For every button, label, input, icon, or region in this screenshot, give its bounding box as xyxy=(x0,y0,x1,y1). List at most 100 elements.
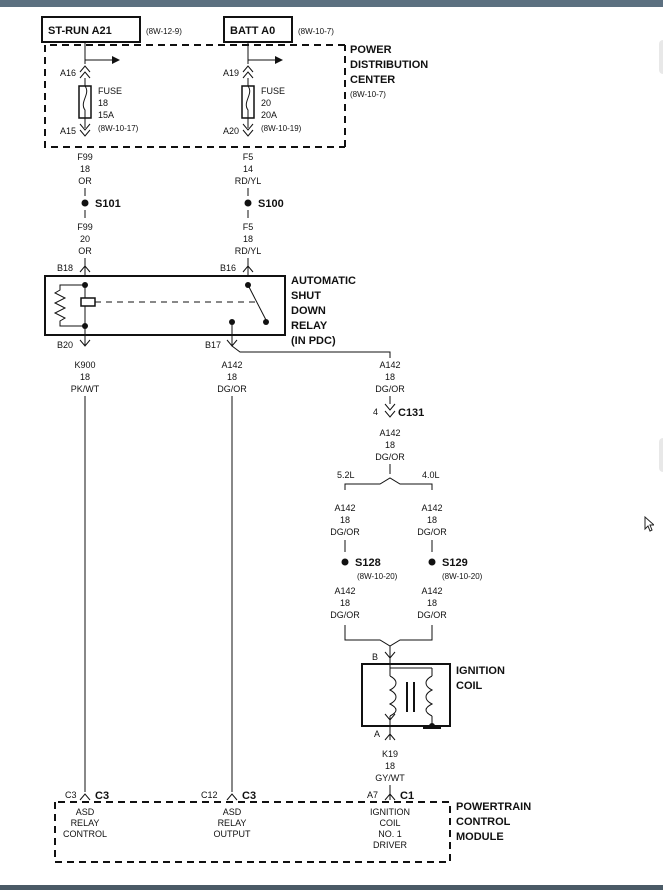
pin-a20: A20 xyxy=(223,126,239,136)
wire-a142-output: A142 18 DG/OR xyxy=(217,360,247,792)
pcm-pin-a7: A7 xyxy=(367,790,378,800)
pin-b18: B18 xyxy=(57,263,73,273)
pcm-conn-c3-left: C3 xyxy=(95,790,109,802)
c131-label: C131 xyxy=(398,407,424,419)
svg-text:K19: K19 xyxy=(382,749,398,759)
svg-text:OR: OR xyxy=(78,246,92,256)
st-run-label: ST-RUN A21 xyxy=(48,25,112,37)
pcm-conn-c1: C1 xyxy=(400,790,414,802)
window-bottom-bar xyxy=(0,885,663,890)
asd-relay: AUTOMATIC SHUT DOWN RELAY (IN PDC) xyxy=(44,275,356,347)
svg-text:GY/WT: GY/WT xyxy=(375,773,405,783)
pin-b17: B17 xyxy=(205,340,221,350)
fuse-left-num: 18 xyxy=(98,98,108,108)
splice-s100-dot xyxy=(244,199,252,207)
coil-label-2: COIL xyxy=(456,680,483,692)
scroll-edge-middle xyxy=(659,438,663,472)
svg-text:NO. 1: NO. 1 xyxy=(378,829,402,839)
relay-label-4: RELAY xyxy=(291,320,328,332)
svg-text:IGNITION: IGNITION xyxy=(370,807,410,817)
svg-text:18: 18 xyxy=(340,598,350,608)
fuse-left-ref: (8W-10-17) xyxy=(98,124,139,133)
svg-text:DG/OR: DG/OR xyxy=(375,452,405,462)
pin-a15: A15 xyxy=(60,126,76,136)
pin-b16: B16 xyxy=(220,263,236,273)
svg-text:DG/OR: DG/OR xyxy=(375,384,405,394)
batt-label: BATT A0 xyxy=(230,25,275,37)
relay-label-2: SHUT xyxy=(291,290,321,302)
engine-5-2l: 5.2L xyxy=(337,470,355,480)
svg-text:A142: A142 xyxy=(334,586,355,596)
svg-text:DRIVER: DRIVER xyxy=(373,840,408,850)
wire-k900: K900 18 PK/WT xyxy=(71,360,100,792)
svg-text:DG/OR: DG/OR xyxy=(417,610,447,620)
svg-text:A142: A142 xyxy=(421,503,442,513)
svg-text:F99: F99 xyxy=(77,152,93,162)
svg-text:RD/YL: RD/YL xyxy=(235,246,262,256)
relay-label-5: (IN PDC) xyxy=(291,335,336,347)
svg-text:CONTROL: CONTROL xyxy=(63,829,107,839)
svg-text:OUTPUT: OUTPUT xyxy=(214,829,252,839)
fuse-right-num: 20 xyxy=(261,98,271,108)
splice-s100-label: S100 xyxy=(258,198,284,210)
svg-text:A142: A142 xyxy=(334,503,355,513)
pdc-label-1: POWER xyxy=(350,44,392,56)
pcm-box: POWERTRAIN CONTROL MODULE C3 C3 ASD RELA… xyxy=(54,790,531,863)
svg-text:A142: A142 xyxy=(221,360,242,370)
pcm-conn-c3-mid: C3 xyxy=(242,790,256,802)
pcm-pin-c3: C3 xyxy=(65,790,77,800)
relay-label-1: AUTOMATIC xyxy=(291,275,356,287)
wire-a142-branch: A142 18 DG/OR 4 C131 A142 18 DG/OR 5.2L … xyxy=(337,360,440,490)
relay-label-3: DOWN xyxy=(291,305,326,317)
fuse-right-name: FUSE xyxy=(261,86,285,96)
wire-f5: F5 14 RD/YL S100 F5 18 RD/YL B16 xyxy=(220,152,284,276)
svg-text:18: 18 xyxy=(340,515,350,525)
fuse-right-ref: (8W-10-19) xyxy=(261,124,302,133)
wire-f99: F99 18 OR S101 F99 20 OR B18 xyxy=(57,152,121,276)
svg-text:F5: F5 xyxy=(243,152,254,162)
pcm-label-2: CONTROL xyxy=(456,816,511,828)
splice-s101-dot xyxy=(81,199,89,207)
pdc-label-3: CENTER xyxy=(350,74,395,86)
svg-text:18: 18 xyxy=(80,164,90,174)
pcm-label-3: MODULE xyxy=(456,831,504,843)
scroll-edge-top xyxy=(659,40,663,74)
branch-5-2l: A142 18 DG/OR S128 (8W-10-20) A142 18 DG… xyxy=(330,503,397,620)
relay-outputs: B20 B17 xyxy=(57,326,391,358)
pcm-pin-c12: C12 xyxy=(201,790,218,800)
svg-text:18: 18 xyxy=(243,234,253,244)
svg-text:A142: A142 xyxy=(379,360,400,370)
batt-box: BATT A0 (8W-10-7) xyxy=(223,16,334,43)
splice-s101-label: S101 xyxy=(95,198,121,210)
svg-text:PK/WT: PK/WT xyxy=(71,384,100,394)
pin-b20: B20 xyxy=(57,340,73,350)
branch-4-0l: A142 18 DG/OR S129 (8W-10-20) A142 18 DG… xyxy=(344,503,483,647)
svg-text:ASD: ASD xyxy=(223,807,242,817)
fuse-right: A19 FUSE 20 20A (8W-10-19) A20 xyxy=(223,42,302,137)
wire-k19: K19 18 GY/WT xyxy=(375,749,405,800)
svg-text:18: 18 xyxy=(427,515,437,525)
splice-s129-dot xyxy=(428,558,436,566)
mouse-cursor-icon xyxy=(644,516,654,532)
splice-s129-label: S129 xyxy=(442,557,468,569)
svg-text:RD/YL: RD/YL xyxy=(235,176,262,186)
pdc-label-2: DISTRIBUTION xyxy=(350,59,428,71)
svg-text:F99: F99 xyxy=(77,222,93,232)
svg-text:A142: A142 xyxy=(421,586,442,596)
svg-text:18: 18 xyxy=(80,372,90,382)
coil-label-1: IGNITION xyxy=(456,665,505,677)
st-run-ref: (8W-12-9) xyxy=(146,27,182,36)
splice-s128-label: S128 xyxy=(355,557,381,569)
fuse-left: A16 FUSE 18 15A (8W-10-17) A15 xyxy=(60,42,139,137)
svg-text:18: 18 xyxy=(385,761,395,771)
pin-a16: A16 xyxy=(60,68,76,78)
svg-text:F5: F5 xyxy=(243,222,254,232)
svg-text:A142: A142 xyxy=(379,428,400,438)
svg-text:18: 18 xyxy=(385,440,395,450)
ignition-coil: B IGNITION COIL A xyxy=(361,646,505,741)
fuse-left-name: FUSE xyxy=(98,86,122,96)
splice-s128-dot xyxy=(341,558,349,566)
splice-s129-ref: (8W-10-20) xyxy=(442,572,483,581)
pcm-label-1: POWERTRAIN xyxy=(456,801,531,813)
